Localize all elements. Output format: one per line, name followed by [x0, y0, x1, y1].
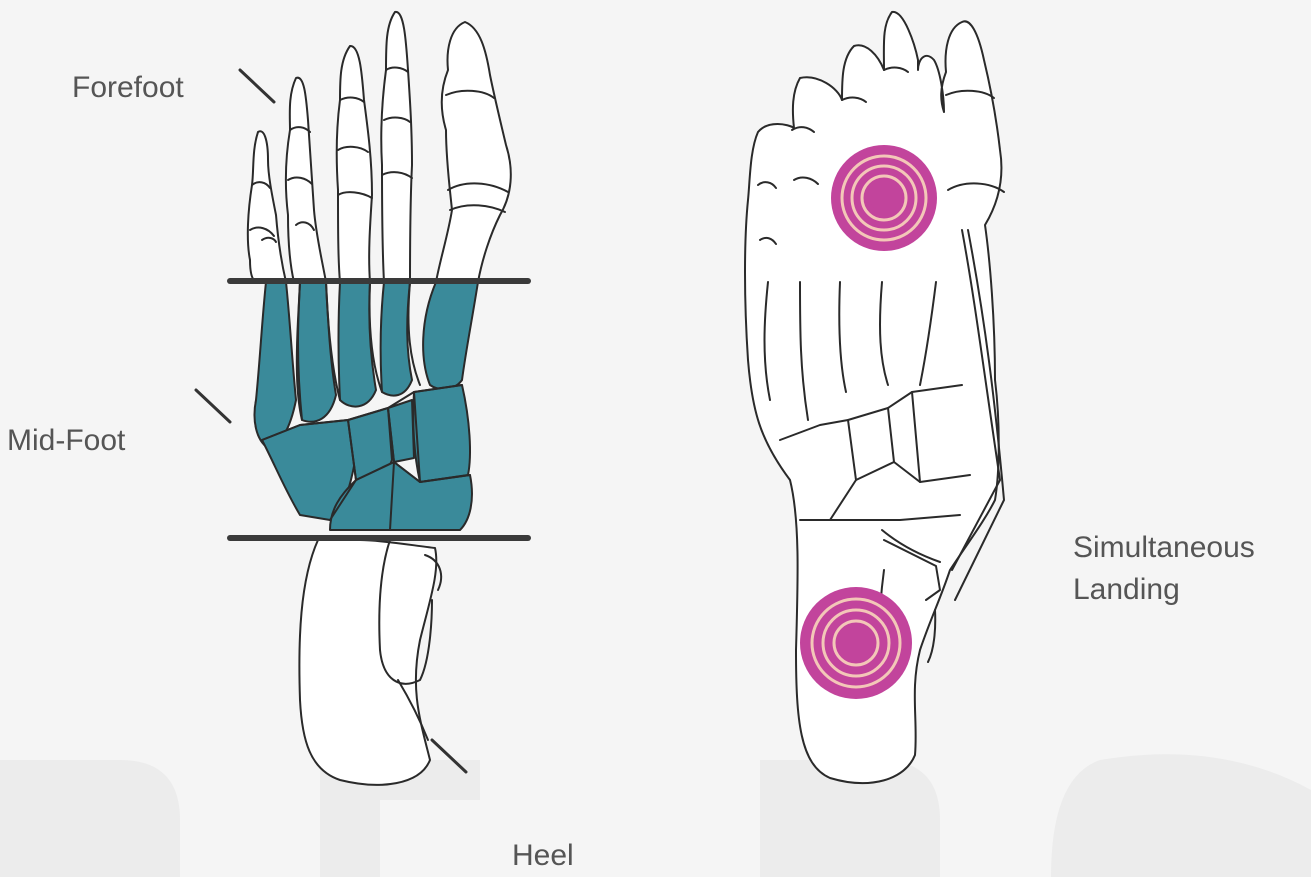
left-heel-bones	[299, 540, 441, 785]
heel-label: Heel	[512, 838, 574, 874]
midfoot-label: Mid-Foot	[7, 423, 125, 459]
forefoot-pressure-point	[831, 145, 937, 251]
forefoot-label: Forefoot	[72, 70, 184, 106]
midfoot-pointer	[196, 390, 230, 422]
landing-label-line2: Landing	[1073, 569, 1255, 611]
left-foot-skeleton	[196, 12, 528, 785]
forefoot-pointer	[240, 70, 274, 102]
heel-pressure-point	[800, 587, 912, 699]
left-toes	[248, 12, 511, 282]
left-midfoot-shaded	[255, 282, 479, 530]
landing-label-line1: Simultaneous	[1073, 527, 1255, 569]
watermark	[0, 754, 1311, 877]
right-foot-skeleton	[745, 12, 1004, 783]
simultaneous-landing-label: Simultaneous Landing	[1073, 527, 1255, 611]
